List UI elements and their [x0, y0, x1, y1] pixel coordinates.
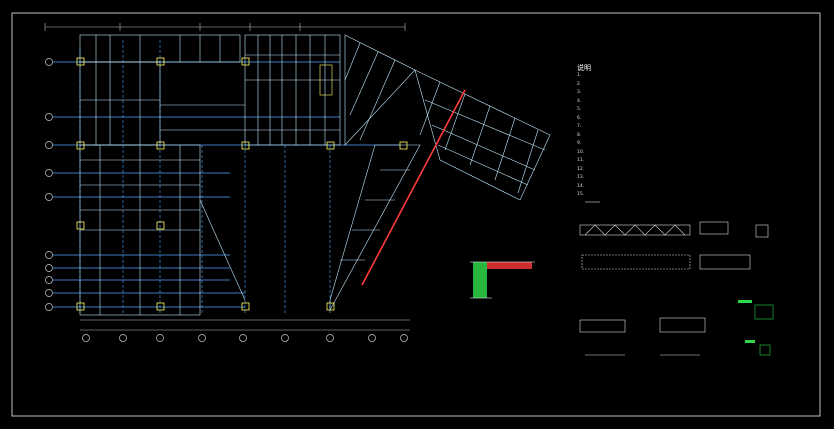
note-line: 6.	[577, 115, 582, 121]
slab-panels-left	[79, 34, 241, 316]
note-line: 3.	[577, 90, 582, 95]
slab-panels-skew-wing	[344, 34, 551, 201]
note-line: 11.	[577, 158, 585, 163]
detail-wall-connection	[470, 261, 535, 299]
note-line: 9.	[577, 141, 582, 146]
drawing-frame	[11, 12, 821, 417]
note-line: 14.	[577, 183, 585, 189]
note-line: 4.	[577, 98, 582, 104]
note-line: 13.	[577, 175, 585, 180]
detail-green-markers	[738, 300, 755, 343]
note-line: 7.	[577, 124, 582, 129]
left-axis-grid	[45, 58, 400, 311]
note-line: 15.	[577, 192, 585, 197]
slab-panels-diagonal	[199, 144, 421, 311]
note-line: 2.	[577, 81, 582, 87]
note-line: 12.	[577, 166, 585, 172]
bottom-axis-bubbles	[82, 334, 408, 342]
note-line: 8.	[577, 132, 582, 138]
slab-panels-middle	[160, 34, 341, 146]
vertical-grid-lines	[79, 40, 331, 315]
diagonal-beam-highlight	[361, 89, 466, 286]
notes-title: 说明	[577, 64, 591, 72]
note-line: 5.	[577, 107, 582, 112]
bottom-dimension-line	[80, 319, 410, 331]
note-line: 10.	[577, 149, 585, 155]
detail-slab-sections	[579, 221, 774, 356]
note-line: 1.	[577, 73, 582, 78]
top-dimension-line	[44, 23, 406, 31]
structural-columns	[76, 57, 408, 311]
